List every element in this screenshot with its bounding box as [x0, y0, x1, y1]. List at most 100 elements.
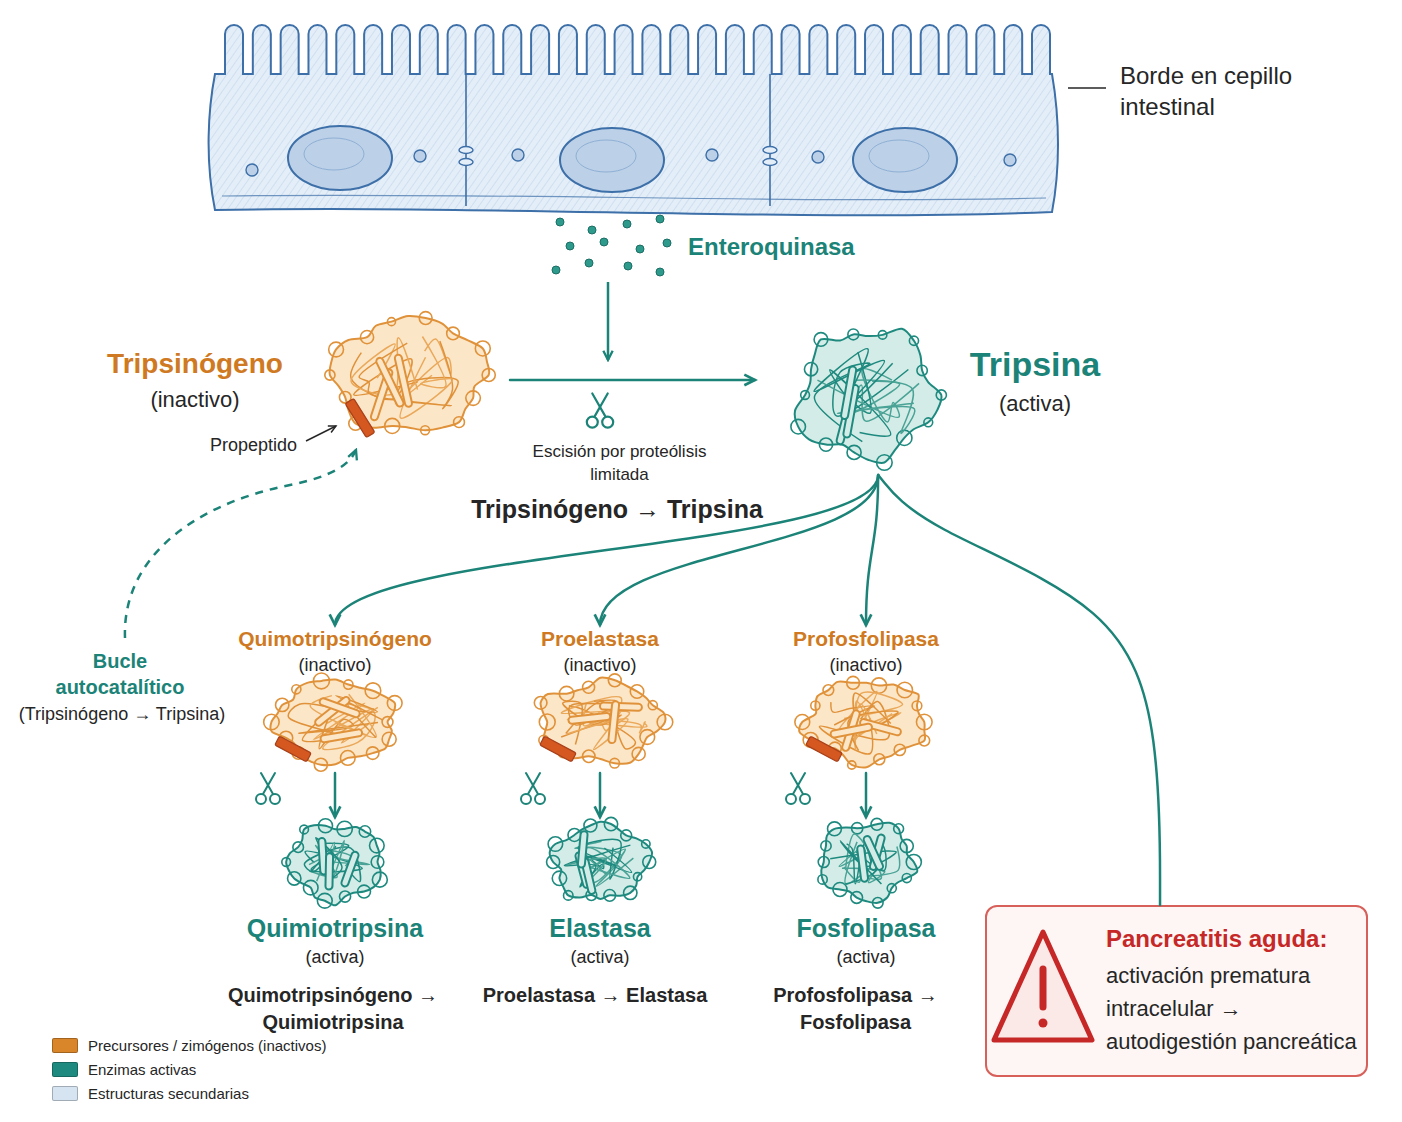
protein-helix-fill [603, 706, 638, 707]
protein-helix-fill [326, 857, 332, 886]
flow-arrow [510, 379, 755, 382]
protein-loop [873, 754, 884, 765]
protein-loop [275, 698, 288, 711]
flow-arrow [600, 475, 878, 625]
enzyme-particle [556, 218, 564, 226]
protein-loop [357, 885, 370, 898]
protein-loop [897, 430, 912, 445]
warning-dot [1039, 1019, 1048, 1028]
nucleus-shading [304, 138, 364, 170]
protein-loop [339, 891, 350, 902]
legend-swatch [52, 1038, 78, 1053]
protein-loop [918, 735, 929, 746]
basement-line [222, 195, 1046, 200]
protein-loop [894, 744, 905, 755]
protein-loop [475, 341, 490, 356]
activation-arrow [607, 282, 610, 360]
node-title: Elastasa [478, 914, 723, 943]
node-subtitle: (inactivo) [754, 655, 979, 676]
enzyme-particle [600, 238, 608, 246]
protein-loop [916, 714, 932, 730]
node-subtitle: (inactivo) [488, 655, 713, 676]
scissors-handle [270, 794, 280, 804]
protein-loop [851, 823, 862, 834]
protein-helix-fill [323, 702, 356, 714]
protein-loop [359, 826, 370, 837]
protein-helix-fill [867, 840, 879, 867]
protein-loop [794, 715, 809, 730]
protein-loop [817, 875, 826, 884]
protein-loop [552, 871, 566, 885]
node-title: Fosfolipasa [744, 914, 989, 943]
protein-loop [609, 758, 619, 768]
protein-loop [847, 761, 855, 769]
flow-arrow [865, 773, 868, 817]
legend-row: Enzimas activas [52, 1060, 372, 1080]
reaction-label: Tripsinógeno → Tripsina [437, 495, 797, 524]
protein-loop [419, 312, 432, 325]
epithelium-outline [209, 25, 1058, 215]
scissors-symbol [786, 773, 810, 804]
enzyme-particle [624, 262, 632, 270]
protein-loop [546, 855, 559, 868]
tight-junction [459, 159, 473, 166]
protein-helix-fill [611, 705, 615, 740]
zymogen-node: Profosfolipasa(inactivo) [754, 625, 979, 773]
scissors-blade [791, 773, 803, 794]
scissors-handle [587, 417, 598, 428]
protein-loop [630, 685, 643, 698]
protein-helix [611, 705, 615, 740]
protein-loop [421, 426, 430, 435]
protein-loop [303, 880, 318, 895]
protein-loop [832, 882, 846, 896]
protein-loop [291, 685, 300, 694]
node-subtitle: (inactivo) [223, 655, 448, 676]
protein-helix [860, 849, 864, 878]
scissors-blade [592, 394, 605, 417]
protein-helix-fill [834, 727, 868, 734]
cell-nucleus [560, 128, 664, 192]
protein-helix [585, 862, 592, 891]
propeptide [274, 736, 310, 762]
protein-loop [893, 824, 903, 834]
active-enzyme-node: Elastasa(activa) [488, 817, 713, 975]
protein-loop [871, 818, 883, 830]
protein-helix [380, 361, 400, 403]
protein-loop [850, 892, 862, 904]
protein-loop [827, 822, 841, 836]
protein-helix-fill [581, 835, 584, 864]
organelle [1004, 154, 1016, 166]
scissors-handle [535, 794, 545, 804]
scissors-blade [528, 773, 540, 794]
protein-outline [799, 682, 925, 768]
protein-loop [387, 696, 402, 711]
scissors-blade [261, 773, 273, 794]
protein-loop [657, 714, 673, 730]
node-title: Quimiotripsina [213, 914, 458, 943]
loop-label: Bucle autocatalítico [45, 648, 195, 700]
protein-coil [359, 343, 451, 406]
protein-loop [639, 730, 654, 745]
protein-loop [791, 419, 806, 434]
protein-coil [844, 692, 902, 750]
node-title: Tripsinógeno [100, 348, 290, 380]
tight-junction [459, 147, 473, 154]
protein-helix-fill [321, 842, 323, 871]
protein-helix-fill [380, 361, 400, 403]
cell-junction [769, 74, 771, 206]
protein-coil [830, 841, 896, 884]
organelle [246, 164, 258, 176]
flow-arrow [866, 475, 878, 625]
organelle [706, 149, 718, 161]
enzyme-particle [636, 245, 644, 253]
active-enzyme-node: Quimiotripsina(activa) [223, 817, 448, 975]
protein-loop [917, 365, 927, 375]
legend-row: Estructuras secundarias [52, 1084, 372, 1104]
protein-loop [924, 418, 933, 427]
protein-loop [263, 714, 279, 730]
protein-loop [281, 858, 290, 867]
propeptide [805, 736, 841, 762]
nucleus-shading [869, 140, 929, 172]
protein-outline [549, 822, 651, 899]
